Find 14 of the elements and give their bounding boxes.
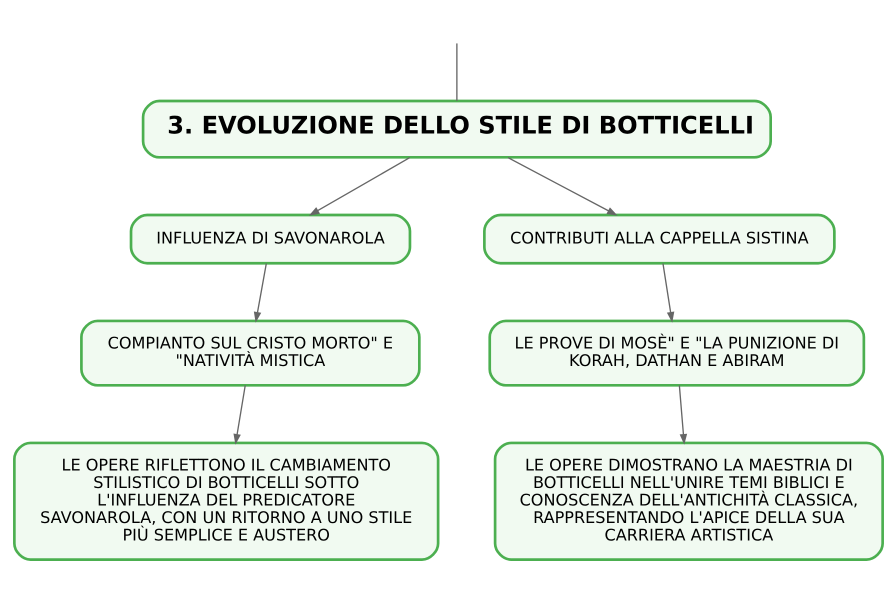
node-box: LE PROVE DI MOSÈ" E "LA PUNIZIONE DI KORAH, DATHAN E ABIRAM <box>488 320 865 387</box>
arrow <box>678 385 687 445</box>
arrow <box>662 263 674 323</box>
node-box: 3. EVOLUZIONE DELLO STILE DI BOTTICELLI <box>141 100 772 159</box>
connector <box>456 43 458 101</box>
arrow <box>232 385 246 445</box>
arrow <box>507 157 618 216</box>
node-box: LE OPERE DIMOSTRANO LA MAESTRIA DI BOTTICELLI NELL'UNIRE TEMI BIBLICI E CONOSCENZA DELL'ANTICHITÀ CLASSICA, RAPPRESENTANDO L'APICE DELLA SUA CARRIERA ARTISTICA <box>493 442 884 561</box>
node-box: LE OPERE RIFLETTONO IL CAMBIAMENTO STILISTICO DI BOTTICELLI SOTTO L'INFLUENZA DEL PREDICATORE SAVONAROLA, CON UN RITORNO A UNO STILE PIÙ SEMPLICE E AUSTERO <box>12 442 439 561</box>
node-box: INFLUENZA DI SAVONAROLA <box>129 214 411 265</box>
arrow <box>253 263 266 323</box>
arrow <box>308 157 410 216</box>
node-box: CONTRIBUTI ALLA CAPPELLA SISTINA <box>482 214 836 265</box>
node-box: COMPIANTO SUL CRISTO MORTO" E "NATIVITÀ MISTICA <box>80 320 420 387</box>
